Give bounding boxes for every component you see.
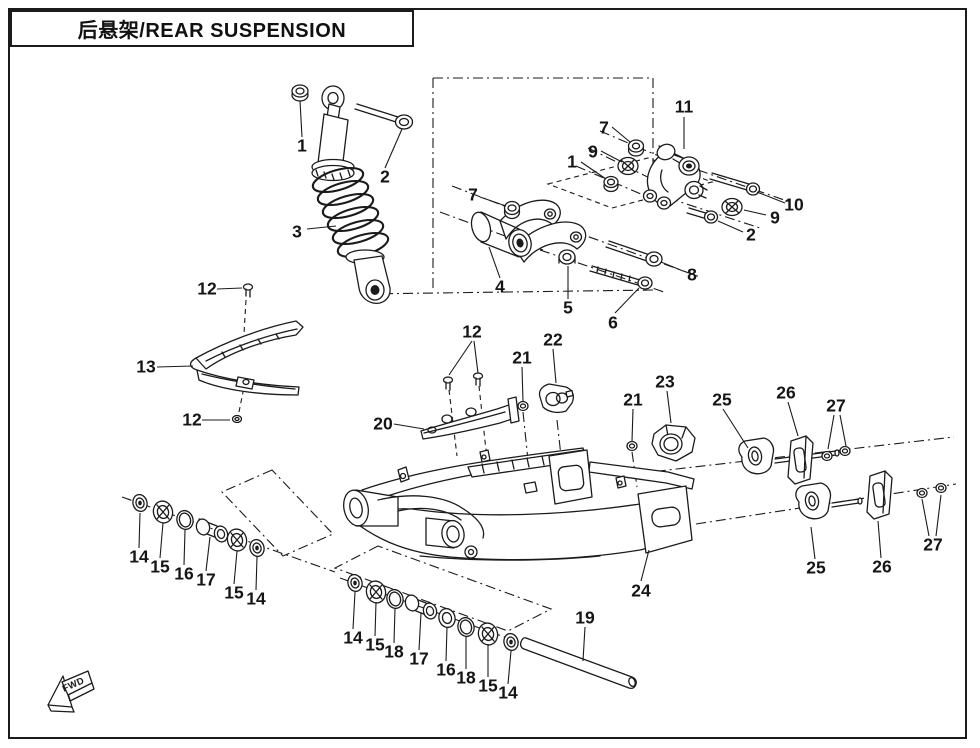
- chain-adjuster-upper: [626, 424, 851, 485]
- adjuster-cam-23: [651, 424, 696, 462]
- linkage-arm: [470, 199, 663, 290]
- shock-top-bolt: [354, 103, 414, 130]
- adjuster-block-25-lower: [795, 482, 863, 520]
- chain-slider: [189, 283, 304, 424]
- page-border: [8, 8, 967, 739]
- shock-absorber: [291, 84, 414, 304]
- washer-7-top: [627, 139, 645, 157]
- linkage-rocker: [603, 139, 761, 224]
- chain-guide: [420, 372, 574, 440]
- bolt-2-lower: [686, 207, 719, 224]
- rear-axle: [519, 637, 637, 690]
- bushing-set-left: [132, 493, 265, 558]
- bolt-6: [589, 265, 653, 290]
- nut-21-left: [517, 400, 529, 412]
- fwd-arrow: FWD: [47, 670, 95, 713]
- nuts-27-lower: [916, 482, 947, 499]
- nut-21-right: [626, 440, 638, 452]
- nut-1-top: [603, 175, 619, 193]
- bushing-set-lower: [347, 573, 519, 652]
- screw-12-top: [242, 283, 254, 298]
- screw-12-guide-a: [442, 376, 454, 391]
- leader-lines: [138, 100, 942, 685]
- axle-plate-26-lower: [866, 470, 893, 520]
- bolt-10: [709, 172, 761, 196]
- screw-12-guide-b: [472, 372, 484, 387]
- washer-7-mid: [503, 200, 521, 220]
- bushing-9-lower: [721, 197, 743, 217]
- shock-top-nut: [291, 84, 309, 102]
- swingarm: [343, 447, 695, 561]
- guide-block-22: [538, 383, 574, 414]
- axle-plate-26-upper: [787, 435, 814, 485]
- bushing-9-top: [617, 156, 639, 176]
- chain-adjuster-lower: [795, 470, 947, 520]
- title-box: 后悬架/REAR SUSPENSION: [10, 10, 414, 47]
- spacer-5: [558, 249, 576, 265]
- page-title: 后悬架/REAR SUSPENSION: [77, 20, 347, 42]
- bolt-8: [605, 240, 663, 267]
- nuts-27-upper: [821, 445, 851, 462]
- screw-12-bottom: [231, 414, 243, 424]
